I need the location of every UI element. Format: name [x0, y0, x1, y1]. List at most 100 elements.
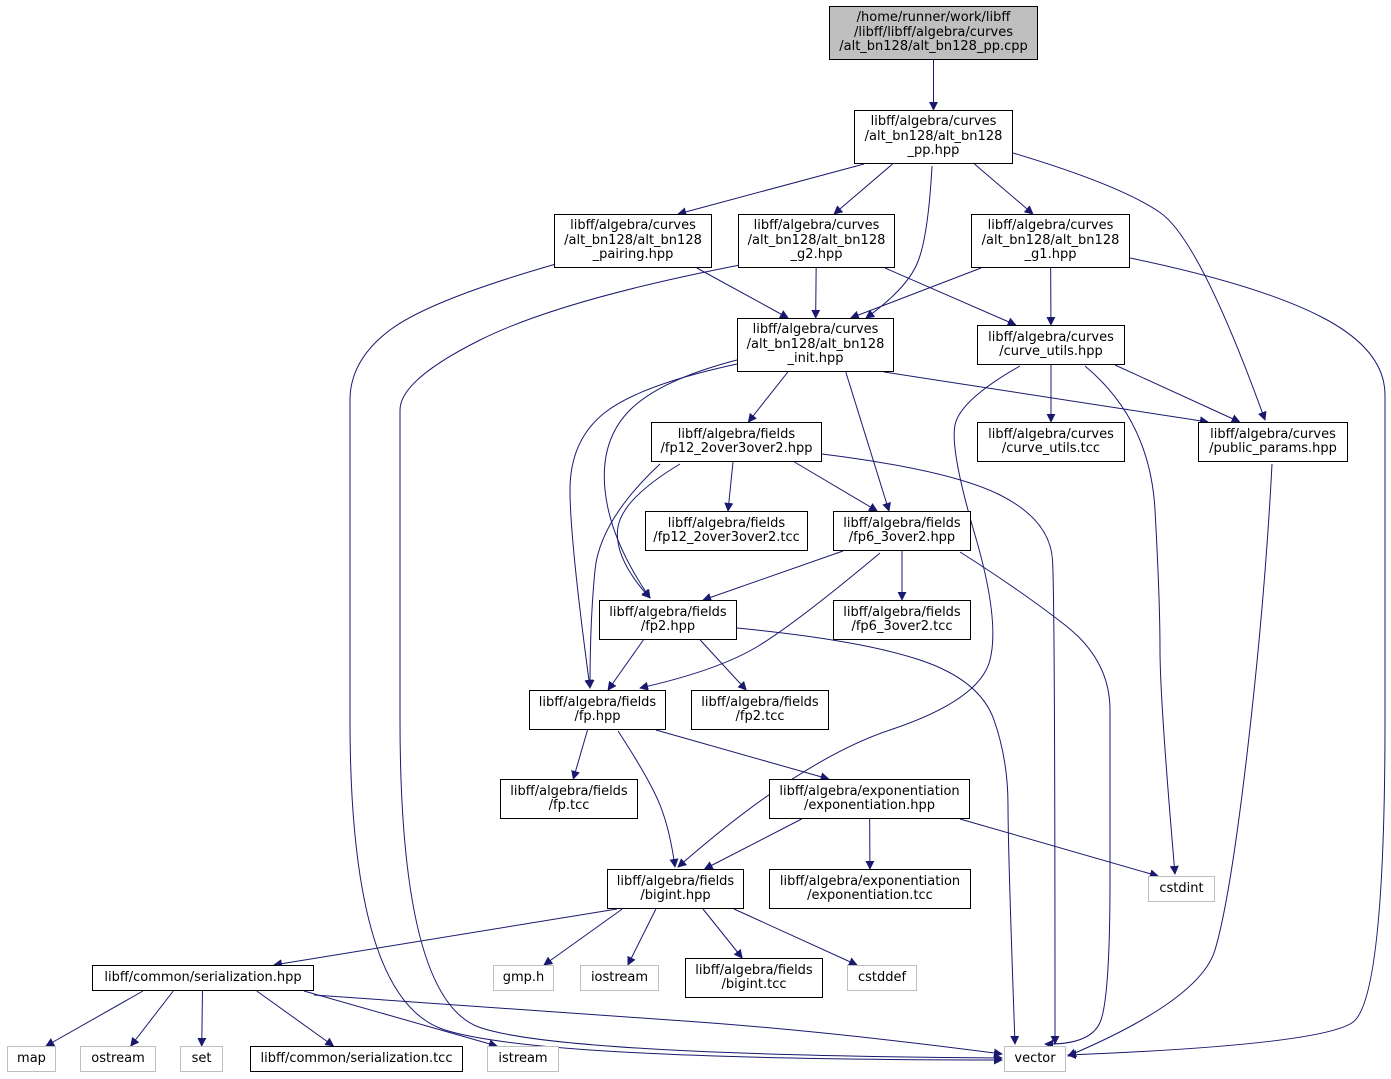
edge-public_params-to-vector [1067, 463, 1273, 1057]
edge-fp2_hpp-to-vector [736, 627, 1020, 1045]
edge-fp12_hpp-to-fp_hpp [585, 463, 661, 689]
node-label: libff/algebra/curves /alt_bn128/alt_bn12… [564, 218, 702, 263]
edge-pp_hpp-to-public_params [1012, 152, 1267, 421]
edge-fp2_hpp-to-fp2_tcc [699, 639, 747, 691]
node-label: libff/algebra/fields /fp12_2over3over2.t… [653, 515, 800, 545]
node-label: libff/algebra/fields /fp2.tcc [701, 694, 819, 724]
node-label: libff/algebra/curves /curve_utils.tcc [988, 426, 1114, 456]
node-label: iostream [590, 969, 649, 985]
node-serialization-hpp[interactable]: libff/common/serialization.hpp [92, 965, 314, 991]
node-label: libff/algebra/fields /fp.tcc [510, 783, 628, 813]
node-label: ostream [91, 1050, 145, 1066]
edge-fp6_hpp-to-vector [959, 551, 1111, 1049]
node-label: /home/runner/work/libff /libff/libff/alg… [839, 10, 1028, 55]
node-label: istream [498, 1050, 548, 1066]
edge-fp_hpp-to-fp_tcc [571, 729, 589, 780]
node-iostream: iostream [580, 965, 659, 991]
edge-pp_hpp-to-g2_hpp [833, 163, 893, 215]
node-public-params[interactable]: libff/algebra/curves /public_params.hpp [1198, 422, 1348, 462]
node-vector: vector [1004, 1046, 1066, 1072]
node-label: libff/algebra/fields /fp6_3over2.tcc [843, 604, 961, 634]
node-fp2-tcc[interactable]: libff/algebra/fields /fp2.tcc [691, 690, 829, 730]
node-serialization-tcc[interactable]: libff/common/serialization.tcc [250, 1046, 463, 1072]
edge-fp12_hpp-to-fp12_tcc [724, 461, 734, 512]
edge-init_hpp-to-fp2_hpp [603, 359, 738, 599]
edge-fp6_hpp-to-fp2_hpp [702, 550, 844, 602]
node-ostream: ostream [80, 1046, 156, 1072]
node-fp12-hpp[interactable]: libff/algebra/fields /fp12_2over3over2.h… [651, 422, 822, 462]
node-label: libff/algebra/curves /alt_bn128/alt_bn12… [981, 218, 1120, 263]
edge-fp6_hpp-to-fp_hpp [639, 552, 881, 691]
node-label: libff/algebra/curves /alt_bn128/alt_bn12… [864, 114, 1003, 159]
node-init-hpp[interactable]: libff/algebra/curves /alt_bn128/alt_bn12… [737, 318, 894, 372]
edge-exp_hpp-to-bigint_hpp [703, 818, 802, 870]
node-label: cstdint [1159, 880, 1204, 896]
edge-pairing_hpp-to-vector [349, 263, 1003, 1065]
node-curve-utils-tcc[interactable]: libff/algebra/curves /curve_utils.tcc [977, 422, 1125, 462]
node-fp12-tcc[interactable]: libff/algebra/fields /fp12_2over3over2.t… [645, 511, 808, 551]
node-set: set [180, 1046, 223, 1072]
edge-serialization_hpp-to-set [197, 990, 207, 1047]
node-cstddef: cstddef [847, 965, 917, 991]
node-label: vector [1014, 1050, 1056, 1066]
edge-pp_hpp-to-init_hpp [865, 165, 933, 319]
edge-curve_utils_hpp-to-cstdint [1084, 365, 1179, 875]
node-label: libff/common/serialization.hpp [104, 969, 302, 985]
edge-init_hpp-to-fp6_hpp [845, 371, 891, 512]
edge-fp_hpp-to-exp_hpp [655, 729, 830, 782]
node-label: libff/common/serialization.tcc [260, 1050, 453, 1066]
edge-g2_hpp-to-init_hpp [811, 267, 821, 319]
node-fp-tcc[interactable]: libff/algebra/fields /fp.tcc [500, 779, 638, 819]
edge-init_hpp-to-fp12_hpp [747, 371, 789, 423]
node-fp2-hpp[interactable]: libff/algebra/fields /fp2.hpp [599, 600, 737, 640]
node-label: map [17, 1050, 46, 1066]
edge-pp_hpp-to-g1_hpp [974, 163, 1034, 215]
node-label: libff/algebra/curves /alt_bn128/alt_bn12… [746, 322, 885, 367]
node-g1-hpp[interactable]: libff/algebra/curves /alt_bn128/alt_bn12… [971, 214, 1130, 268]
node-map: map [7, 1046, 56, 1072]
node-bigint-tcc[interactable]: libff/algebra/fields /bigint.tcc [685, 958, 823, 998]
node-fp6-hpp[interactable]: libff/algebra/fields /fp6_3over2.hpp [833, 511, 971, 551]
node-fp-hpp[interactable]: libff/algebra/fields /fp.hpp [529, 690, 666, 730]
node-label: libff/algebra/curves /curve_utils.hpp [988, 329, 1114, 359]
edge-init_hpp-to-fp_hpp [569, 363, 738, 689]
edge-serialization_hpp-to-ostream [130, 990, 174, 1047]
edge-serialization_hpp-to-serialization_tcc [256, 990, 335, 1047]
edge-bigint_hpp-to-cstddef [733, 908, 858, 966]
node-exp-tcc[interactable]: libff/algebra/exponentiation /exponentia… [769, 869, 971, 909]
node-exp-hpp[interactable]: libff/algebra/exponentiation /exponentia… [769, 779, 970, 819]
node-label: libff/algebra/fields /bigint.tcc [695, 962, 813, 992]
edge-serialization_hpp-to-vector [313, 994, 1003, 1058]
node-fp6-tcc[interactable]: libff/algebra/fields /fp6_3over2.tcc [833, 600, 971, 640]
node-label: libff/algebra/fields /fp6_3over2.hpp [843, 515, 961, 545]
edge-pp_hpp-to-pairing_hpp [677, 163, 865, 217]
node-label: libff/algebra/curves /public_params.hpp [1209, 426, 1337, 456]
edge-fp12_hpp-to-vector [821, 453, 1060, 1045]
node-label: set [191, 1050, 212, 1066]
node-cstdint: cstdint [1148, 876, 1215, 902]
node-g2-hpp[interactable]: libff/algebra/curves /alt_bn128/alt_bn12… [738, 214, 895, 268]
edge-bigint_hpp-to-serialization_hpp [272, 908, 618, 969]
node-label: cstddef [857, 969, 907, 985]
edge-pairing_hpp-to-init_hpp [696, 267, 789, 319]
edge-fp12_hpp-to-fp6_hpp [794, 461, 878, 512]
edge-curve_utils_hpp-to-bigint_hpp [677, 365, 1021, 868]
node-curve-utils-hpp[interactable]: libff/algebra/curves /curve_utils.hpp [977, 325, 1125, 365]
node-label: libff/algebra/fields /fp.hpp [538, 694, 657, 724]
node-root[interactable]: /home/runner/work/libff /libff/libff/alg… [829, 6, 1038, 60]
node-pairing-hpp[interactable]: libff/algebra/curves /alt_bn128/alt_bn12… [554, 214, 712, 268]
edge-init_hpp-to-public_params [883, 371, 1209, 426]
edge-g1_hpp-to-init_hpp [849, 267, 982, 320]
edge-serialization_hpp-to-map [45, 990, 144, 1047]
node-label: libff/algebra/exponentiation /exponentia… [779, 783, 960, 813]
edge-serialization_hpp-to-istream [303, 990, 498, 1049]
edge-bigint_hpp-to-gmp [543, 908, 623, 966]
node-bigint-hpp[interactable]: libff/algebra/fields /bigint.hpp [607, 869, 744, 909]
node-label: gmp.h [502, 969, 545, 985]
edge-g1_hpp-to-vector [1067, 257, 1386, 1060]
edge-bigint_hpp-to-iostream [627, 908, 657, 966]
edge-exp_hpp-to-cstdint [959, 818, 1159, 879]
edge-fp_hpp-to-bigint_hpp [617, 730, 679, 868]
node-pp-hpp[interactable]: libff/algebra/curves /alt_bn128/alt_bn12… [854, 110, 1013, 164]
